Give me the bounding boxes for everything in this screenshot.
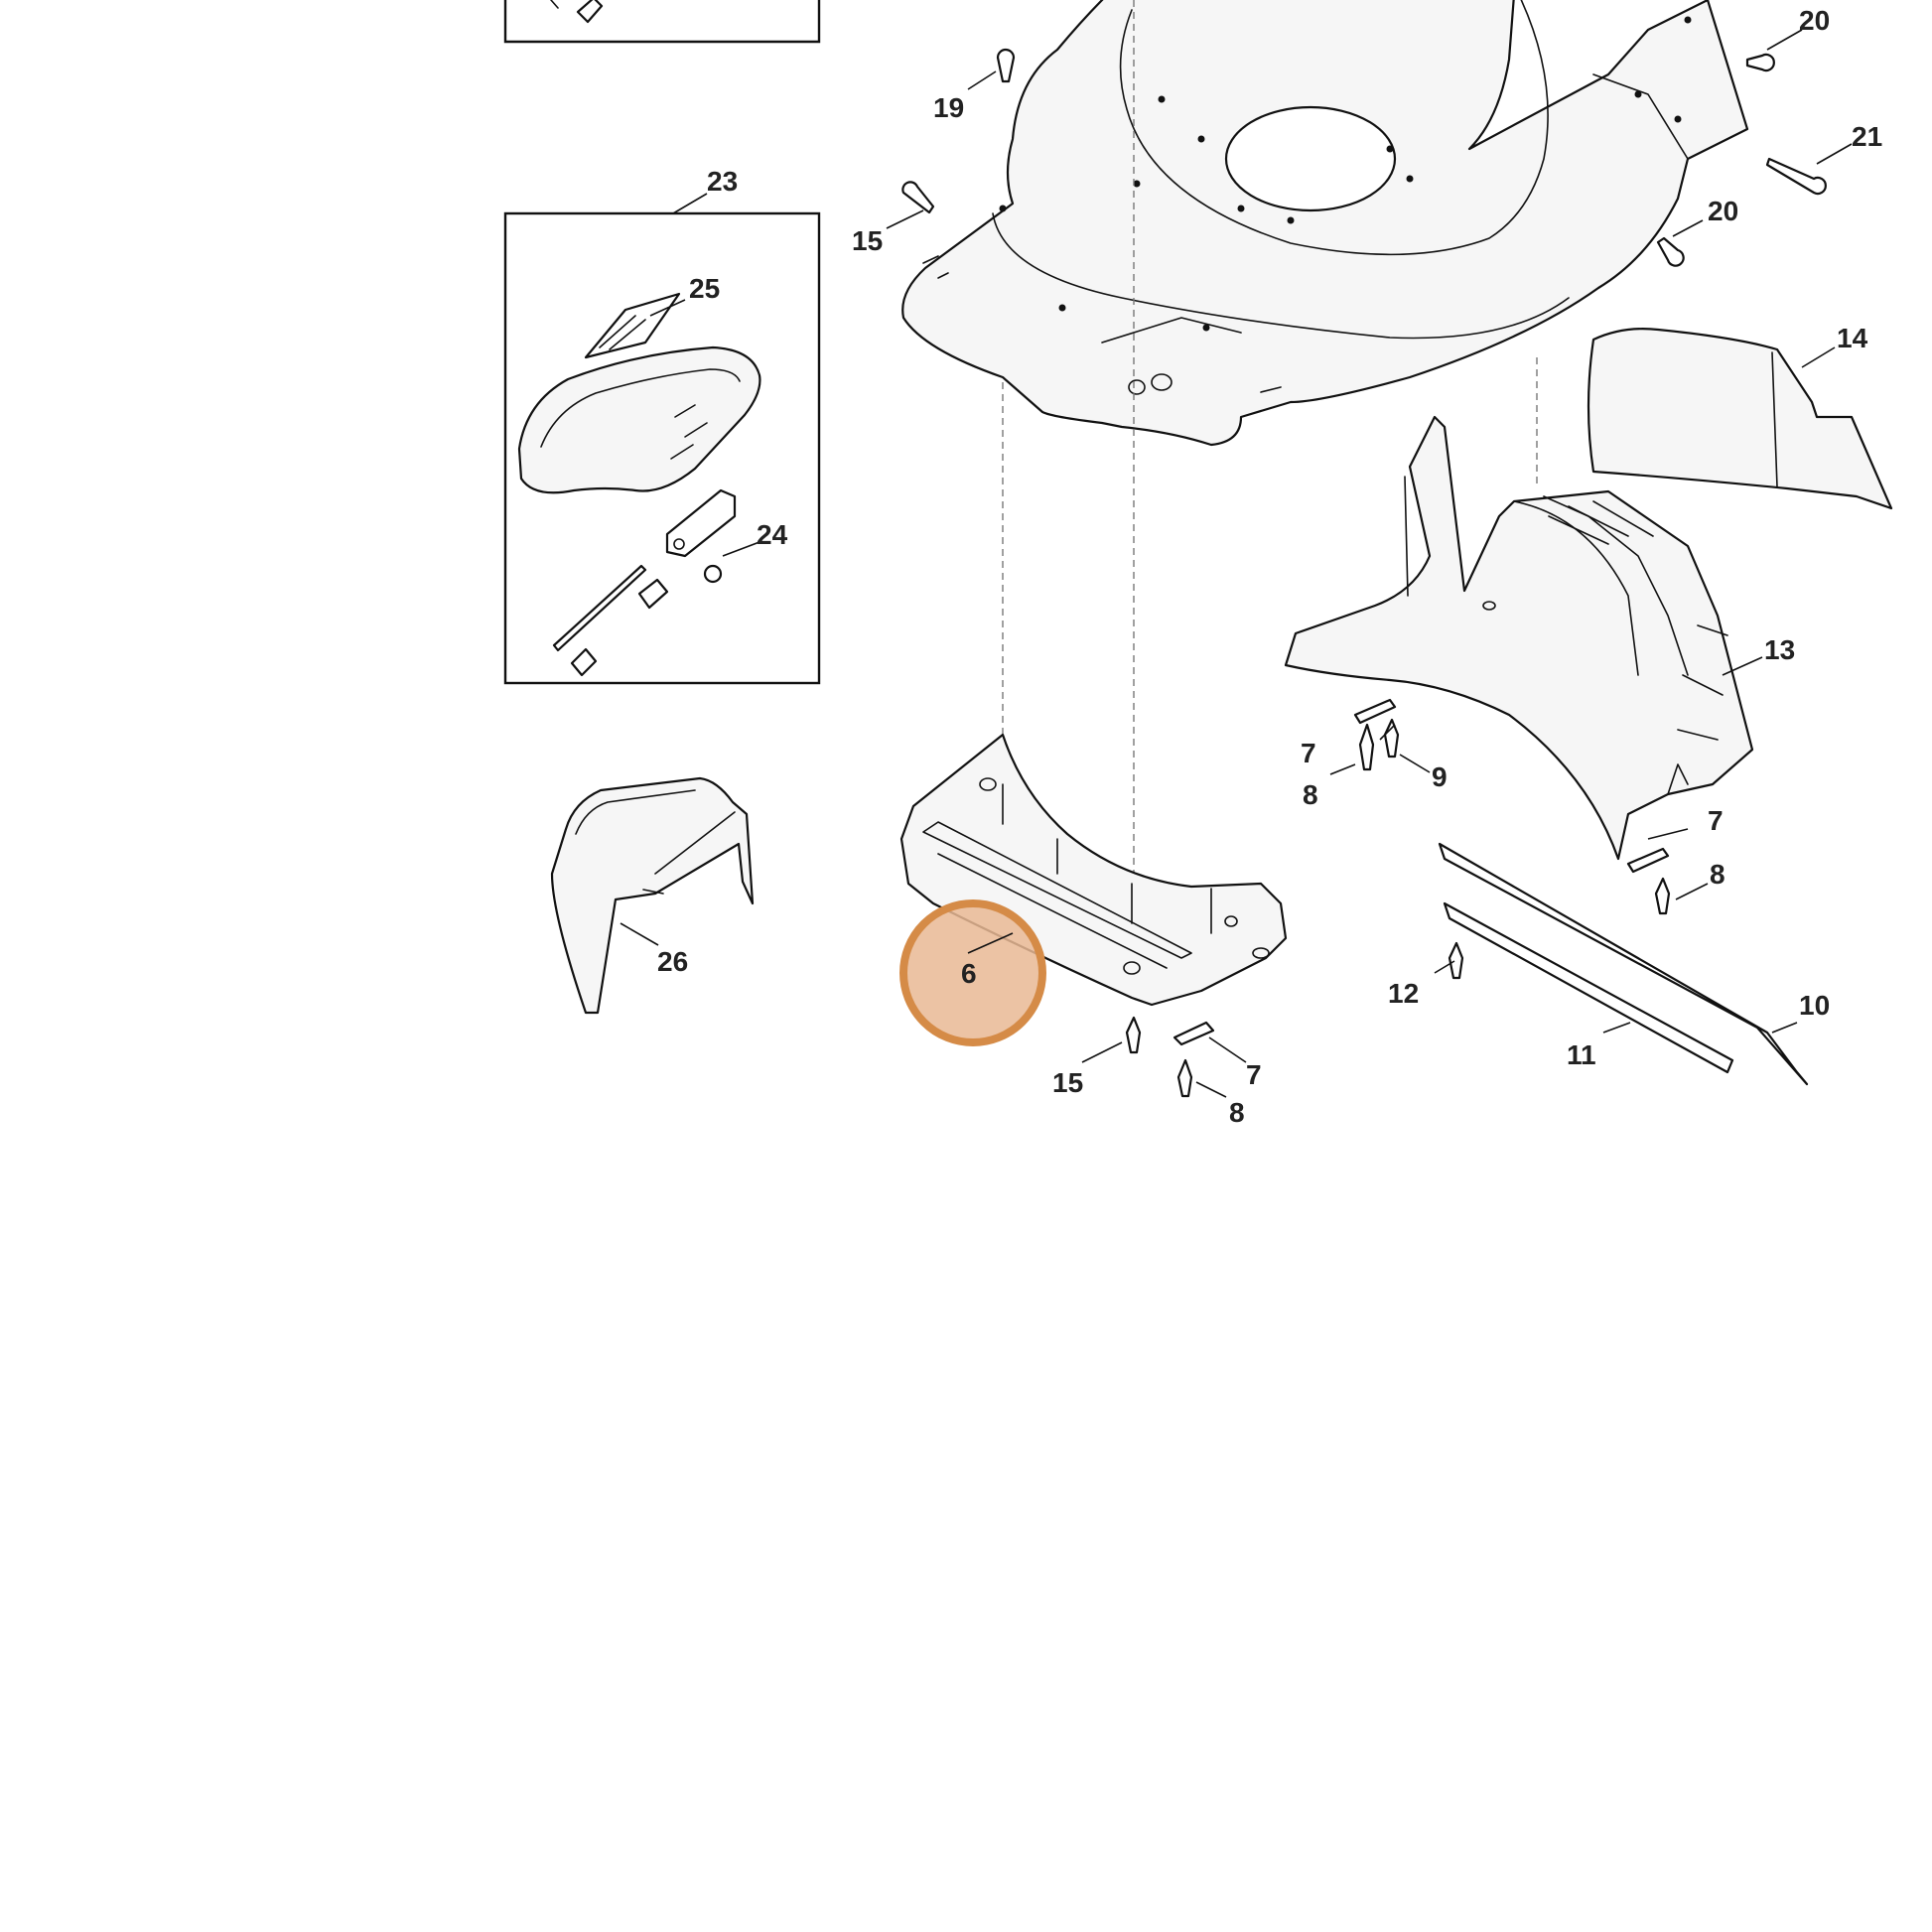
assembly-box-23: [503, 211, 821, 685]
callout-20-a[interactable]: 20: [1799, 5, 1830, 36]
part-14-guard: [1587, 328, 1893, 510]
callout-26[interactable]: 26: [657, 946, 688, 977]
callout-21[interactable]: 21: [1852, 121, 1882, 152]
callout-7-b[interactable]: 7: [1708, 805, 1724, 836]
part-10-strip: [1438, 842, 1809, 1086]
callout-7-a[interactable]: 7: [1301, 738, 1316, 768]
assembly-box-top: [503, 0, 821, 44]
callout-20-b[interactable]: 20: [1708, 196, 1738, 226]
alignment-lines: [1002, 0, 1538, 943]
callout-12[interactable]: 12: [1388, 978, 1419, 1009]
callout-8-a[interactable]: 8: [1303, 779, 1318, 810]
part-23-cover: [517, 345, 761, 494]
part-25-label: [584, 292, 681, 359]
callout-6[interactable]: 6: [961, 958, 977, 989]
part-24-hinge: [552, 488, 737, 677]
callout-13[interactable]: 13: [1764, 634, 1795, 665]
part-26-shield: [550, 776, 755, 1015]
highlight-part-6[interactable]: [899, 899, 1046, 1046]
part-13-chute: [1284, 415, 1754, 861]
callout-9[interactable]: 9: [1432, 761, 1448, 792]
callout-14[interactable]: 14: [1837, 323, 1868, 353]
part-11-strip: [1443, 901, 1734, 1074]
mower-deck: [901, 0, 1749, 447]
callout-11[interactable]: 11: [1567, 1039, 1596, 1070]
callout-24[interactable]: 24: [757, 519, 788, 550]
callout-23[interactable]: 23: [707, 166, 738, 197]
callout-7-c[interactable]: 7: [1246, 1059, 1262, 1090]
callout-8-c[interactable]: 8: [1229, 1097, 1245, 1128]
leader-lines: [620, 29, 1853, 1098]
callout-19[interactable]: 19: [933, 92, 964, 123]
hardware: [901, 48, 1827, 1098]
callout-25[interactable]: 25: [689, 273, 720, 304]
callout-10[interactable]: 10: [1799, 990, 1830, 1021]
callout-labels: 6 7 7 7 8 8 8 9 10 11 12 13 14 15 15 19 …: [657, 5, 1882, 1128]
callout-15-a[interactable]: 15: [852, 225, 883, 256]
callout-15-b[interactable]: 15: [1052, 1067, 1083, 1098]
callout-8-b[interactable]: 8: [1710, 859, 1725, 890]
